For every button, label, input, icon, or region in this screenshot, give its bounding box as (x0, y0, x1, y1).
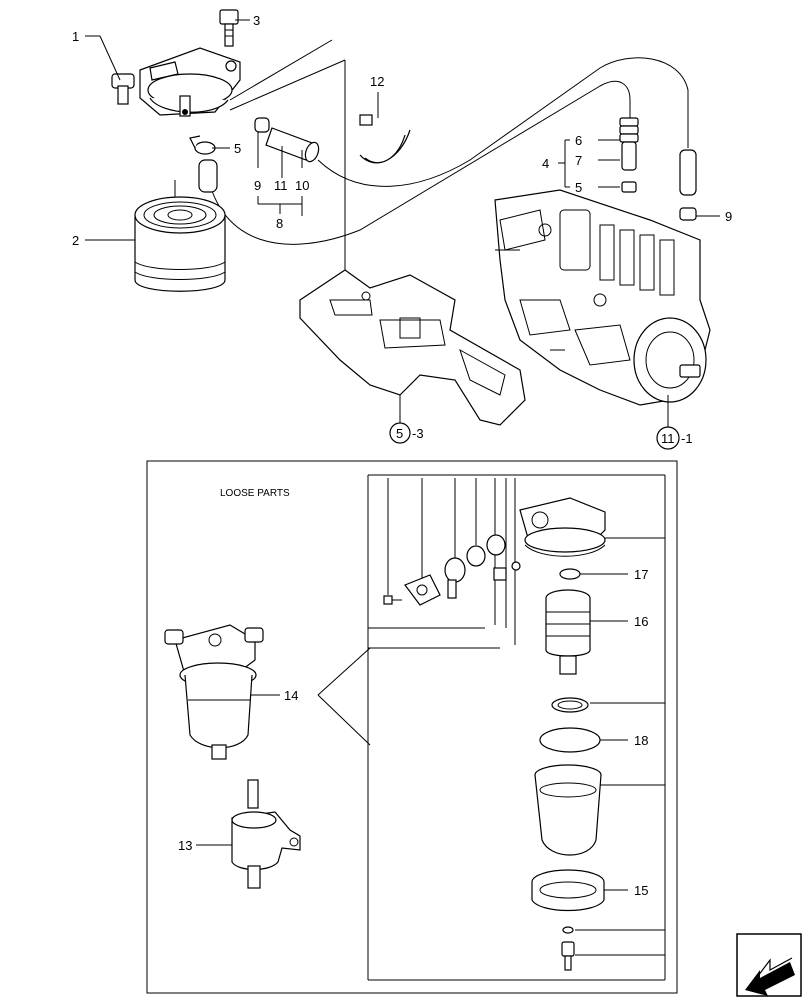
band-clamp (359, 114, 411, 164)
drain-cock (444, 557, 466, 599)
callout-12: 12 (370, 74, 384, 89)
o-ring-17 (559, 568, 628, 580)
filter-element-16 (545, 589, 628, 675)
loose-parts-title: LOOSE PARTS (220, 488, 290, 499)
o-ring-small (466, 534, 506, 567)
fuel-line-long (317, 57, 689, 187)
inline-fuel-filter (231, 779, 301, 889)
injector-pipe-7 (621, 141, 637, 171)
water-separator-assembly (164, 624, 264, 760)
callout-10: 10 (295, 178, 309, 193)
exploded-leaders (387, 478, 665, 956)
circled-ref-suffix: -1 (681, 431, 693, 446)
callout-7: 7 (575, 153, 582, 168)
callout-14: 14 (284, 688, 298, 703)
seal-ring (551, 697, 589, 713)
fuel-hose-short (198, 159, 218, 193)
circled-ref-bracket: 5 -3 (389, 422, 424, 444)
exploded-view-frame (367, 474, 666, 981)
callout-8: 8 (276, 216, 283, 231)
left-arrow-icon[interactable] (736, 933, 802, 997)
callout-6: 6 (575, 133, 582, 148)
ring-nut-15 (531, 869, 628, 912)
fuel-pipe-9 (679, 149, 697, 196)
loose-parts-frame (146, 460, 678, 994)
callout-14-pointer (240, 647, 371, 746)
fitting-cap-5 (621, 181, 637, 193)
fitting-cap-9 (679, 207, 697, 221)
callout-15: 15 (634, 883, 648, 898)
callout-5: 5 (575, 180, 582, 195)
injector-fitting-6 (619, 117, 639, 143)
callout-11: 11 (274, 178, 288, 193)
mounting-bracket (299, 269, 526, 426)
fuel-injection-pump (494, 189, 711, 406)
circled-ref-pump: 11 -1 (656, 426, 693, 450)
fuel-filter-cartridge (134, 196, 226, 292)
circled-ref-suffix: -3 (412, 426, 424, 441)
circled-ref-number: 5 (396, 426, 403, 441)
hose-clip-9 (254, 117, 270, 133)
filter-head-exploded (519, 497, 606, 557)
callout-3: 3 (253, 13, 260, 28)
fuel-filter-head (111, 47, 241, 117)
drain-plug (561, 926, 575, 971)
hose-clip (189, 135, 216, 155)
callout-17: 17 (634, 567, 648, 582)
guide-line (229, 59, 346, 111)
callout-13: 13 (178, 838, 192, 853)
callout-18: 18 (634, 733, 648, 748)
callout-16: 16 (634, 614, 648, 629)
banjo-bolt (219, 9, 239, 47)
callout-9: 9 (725, 209, 732, 224)
callout-leaders-top (85, 19, 720, 428)
circled-ref-number: 11 (661, 431, 675, 446)
guide-line (229, 39, 333, 101)
callout-9: 9 (254, 178, 261, 193)
callout-4: 4 (542, 156, 549, 171)
fuel-hose-11 (265, 127, 320, 163)
callout-1: 1 (72, 29, 79, 44)
callout-5: 5 (234, 141, 241, 156)
filter-bowl (534, 764, 602, 856)
retainer-plate (404, 574, 441, 606)
o-ring-18 (539, 727, 628, 753)
callout-2: 2 (72, 233, 79, 248)
bleed-screw (493, 561, 521, 581)
screw (383, 595, 402, 605)
